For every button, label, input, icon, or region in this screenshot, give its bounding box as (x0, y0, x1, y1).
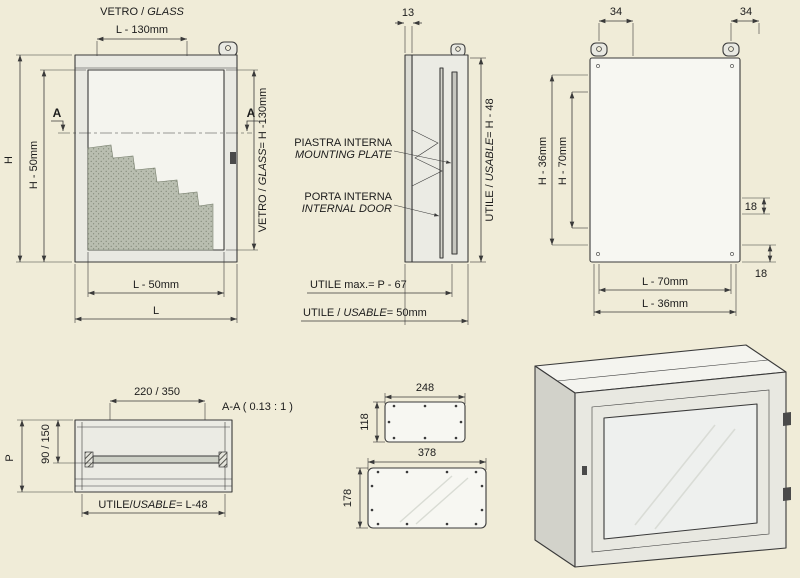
enclosure-back-outline (589, 57, 741, 263)
svg-text:248: 248 (416, 382, 434, 394)
svg-text:INTERNAL DOOR: INTERNAL DOOR (302, 203, 392, 215)
back-view: 34 34 H - 36mm H - 70mm 18 (537, 6, 776, 316)
svg-text:P: P (4, 454, 16, 461)
dim-door-width: L - 50mm (87, 252, 225, 297)
dim-width-36: L - 36mm (593, 264, 737, 316)
dim-glass-height: VETRO / GLASS= H -130mm (226, 69, 269, 251)
iso-left-face (534, 365, 576, 568)
dim-section-glass-width: 220 / 350 (109, 386, 206, 420)
dim-cutout-small-width: 248 (384, 382, 466, 404)
svg-text:18: 18 (755, 268, 767, 280)
svg-text:220 / 350: 220 / 350 (134, 386, 180, 398)
dim-cutout-large-height: 178 (342, 467, 368, 529)
dim-height-70: H - 70mm (557, 91, 588, 229)
section-title: A-A ( 0.13 : 1 ) (222, 401, 293, 413)
dim-door-depth: 13 (395, 7, 422, 53)
dim-offset-top: 18 (742, 197, 770, 215)
svg-text:34: 34 (610, 6, 622, 18)
svg-text:UTILE max.= P - 67: UTILE max.= P - 67 (310, 279, 407, 291)
dim-offset-bottom: 18 (742, 244, 776, 280)
svg-text:VETRO / GLASS= H -130mm: VETRO / GLASS= H -130mm (257, 88, 269, 233)
note-usable-depth-max: UTILE max.= P - 67 (307, 264, 453, 297)
dim-eyelet-right: 34 (730, 6, 760, 41)
hinge-icon (783, 412, 791, 426)
cutout-small-outline (384, 401, 466, 443)
glass-end-block (218, 451, 228, 468)
eyelet-icon (218, 41, 238, 57)
lock-icon (582, 466, 587, 475)
eyelet-icon (590, 42, 608, 57)
iso-door-frame (591, 389, 770, 553)
svg-text:UTILE/USABLE= L-48: UTILE/USABLE= L-48 (98, 499, 207, 511)
eyelet-icon (450, 43, 466, 57)
dim-cutout-small-height: 118 (359, 401, 385, 443)
internal-door-callout: PORTA INTERNA INTERNAL DOOR (302, 191, 440, 217)
dim-height-36: H - 36mm (537, 74, 588, 246)
svg-text:L - 70mm: L - 70mm (642, 276, 688, 288)
dim-glass-width: L - 130mm (96, 24, 188, 56)
section-aa-view: A-A ( 0.13 : 1 ) 220 / 350 P 90 / 150 UT… (4, 386, 293, 517)
door-lock-icon (230, 152, 236, 164)
dim-usable-height: UTILE / USABLE= H - 48 (470, 57, 496, 263)
section-marker-label: A (53, 106, 62, 120)
section-marker-label: A (247, 106, 256, 120)
svg-text:L: L (153, 305, 159, 317)
screw-holes (387, 404, 463, 440)
screw-holes (370, 470, 484, 526)
iso-door-window (603, 403, 758, 540)
svg-text:MOUNTING PLATE: MOUNTING PLATE (295, 149, 393, 161)
svg-text:34: 34 (740, 6, 752, 18)
dim-door-height: H - 50mm (28, 69, 86, 262)
svg-text:H - 50mm: H - 50mm (28, 141, 40, 189)
svg-text:H: H (3, 156, 15, 164)
mounting-plate-shape (451, 71, 458, 255)
door-side-panel (404, 54, 413, 263)
break-line (411, 129, 443, 187)
iso-view (534, 344, 791, 568)
mounting-plate-callout: PIASTRA INTERNA MOUNTING PLATE (294, 137, 452, 164)
svg-text:90 / 150: 90 / 150 (40, 424, 52, 464)
dim-width-70: L - 70mm (598, 264, 732, 294)
svg-text:L - 36mm: L - 36mm (642, 298, 688, 310)
glass-texture-area (87, 144, 214, 251)
svg-text:UTILE / USABLE= H - 48: UTILE / USABLE= H - 48 (484, 98, 496, 221)
svg-text:PORTA INTERNA: PORTA INTERNA (304, 191, 392, 203)
internal-door-shape (439, 67, 444, 259)
dim-eyelet-left: 34 (598, 6, 634, 56)
dim-total-width: L (74, 264, 238, 323)
svg-text:L - 50mm: L - 50mm (133, 279, 179, 291)
front-view: A A VETRO / GLASS L - 130mm H (3, 6, 269, 323)
svg-text:18: 18 (745, 201, 757, 213)
eyelet-icon (722, 42, 740, 57)
svg-text:H - 36mm: H - 36mm (537, 137, 549, 185)
side-view: 13 PIASTRA INTERNA MOUNTING PLATE PORTA … (294, 7, 496, 325)
dim-usable-width: UTILE/USABLE= L-48 (81, 494, 226, 517)
svg-text:UTILE / USABLE= 50mm: UTILE / USABLE= 50mm (303, 307, 427, 319)
svg-text:VETRO / GLASS: VETRO / GLASS (100, 6, 184, 18)
svg-text:178: 178 (342, 489, 354, 507)
svg-text:L - 130mm: L - 130mm (116, 24, 168, 36)
section-marker-left: A (51, 106, 66, 131)
svg-text:H - 70mm: H - 70mm (557, 137, 569, 185)
svg-text:13: 13 (402, 7, 414, 19)
glass-title-label: VETRO / GLASS (100, 6, 184, 18)
hinge-icon (783, 487, 791, 501)
svg-text:PIASTRA INTERNA: PIASTRA INTERNA (294, 137, 392, 149)
glass-section-strip (92, 455, 220, 464)
cutout-large: 378 178 (342, 447, 487, 529)
svg-text:378: 378 (418, 447, 436, 459)
dim-depth: P (4, 419, 73, 493)
cutout-small: 248 118 (359, 382, 466, 443)
svg-text:118: 118 (359, 413, 371, 431)
dim-usable-depth: UTILE / USABLE= 50mm (301, 264, 469, 325)
dim-section-glass-depth: 90 / 150 (40, 420, 91, 464)
glass-end-block (84, 451, 94, 468)
dim-cutout-large-width: 378 (367, 447, 487, 470)
